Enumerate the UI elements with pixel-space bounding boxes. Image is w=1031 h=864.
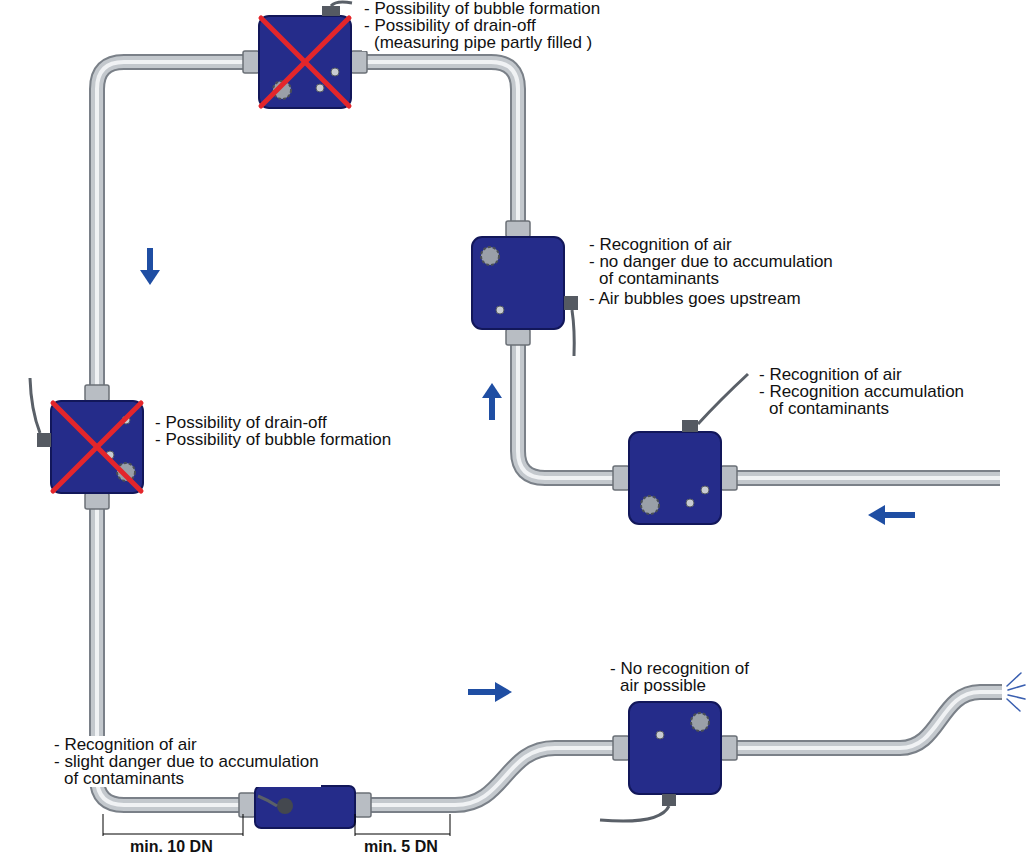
dimension-tick	[355, 814, 356, 836]
text-line: of contaminants	[54, 770, 319, 787]
text-line: of contaminants	[589, 270, 833, 287]
text-line: - no danger due to accumulation	[589, 253, 833, 270]
plugs-and-cables	[30, 2, 748, 821]
hex-nut	[506, 221, 530, 237]
dimension-line	[355, 834, 450, 835]
pipe-outline	[97, 62, 1002, 805]
plug	[37, 433, 51, 447]
flow-arrow	[482, 383, 502, 398]
text-line: - slight danger due to accumulation	[54, 753, 319, 770]
spray-line	[1008, 695, 1025, 699]
gear-icon	[481, 247, 499, 265]
note-text: - Possibility of bubble formation	[362, 0, 602, 17]
plug	[277, 798, 293, 814]
cross-mark	[53, 403, 141, 491]
cable	[572, 310, 574, 356]
note-text: - slight danger due to accumulation of c…	[52, 753, 321, 787]
cable	[698, 374, 748, 424]
dimension-line	[103, 834, 243, 835]
sensor-housing	[472, 237, 564, 329]
hex-nut	[721, 466, 737, 490]
text-line: air possible	[610, 677, 749, 694]
note-text: - Possibility of drain-off (measuring pi…	[362, 17, 594, 51]
plug	[322, 6, 340, 16]
text-line: - No recognition of	[610, 660, 749, 677]
note-text: - Possibility of drain-off	[153, 414, 329, 431]
hex-nut	[239, 793, 255, 817]
flow-arrow	[489, 398, 495, 420]
hex-nut	[243, 51, 259, 73]
note-text: - Possibility of bubble formation	[153, 431, 393, 448]
sensor-housing	[255, 786, 355, 828]
cable	[600, 806, 669, 821]
gear-icon	[641, 496, 659, 514]
sensor-housings	[51, 16, 721, 828]
sensor-housing	[259, 16, 351, 108]
cable	[331, 2, 352, 6]
spray-line	[1007, 673, 1021, 686]
note-text: - No recognition of air possible	[608, 660, 751, 694]
pipe	[97, 62, 1002, 805]
dimension-tick	[243, 814, 244, 836]
flow-arrow	[147, 248, 153, 270]
cross-mark	[53, 403, 141, 491]
note-text: - Recognition of air	[587, 236, 734, 253]
dimension-tick	[103, 814, 104, 836]
note-text: - Recognition accumulation of contaminan…	[757, 383, 966, 417]
flow-arrow	[468, 689, 495, 695]
pipe-highlight	[97, 62, 1002, 805]
screw	[686, 499, 694, 507]
note-text: - no danger due to accumulation of conta…	[587, 253, 835, 287]
sensor-housing	[629, 432, 721, 524]
text-line: (measuring pipe partly filled )	[364, 34, 592, 51]
text-line: of contaminants	[759, 400, 964, 417]
text-line: - Possibility of drain-off	[364, 17, 592, 34]
cable	[30, 378, 40, 433]
dimension-label: min. 5 DN	[362, 838, 440, 855]
gear-icon	[691, 713, 709, 731]
screw	[331, 68, 339, 76]
cross-marks	[53, 18, 349, 491]
screw	[316, 84, 324, 92]
hex-nut	[85, 385, 109, 401]
flow-arrow	[868, 505, 885, 525]
spray-line	[1008, 685, 1025, 690]
flow-arrow	[140, 270, 160, 285]
hex-nut	[506, 329, 530, 345]
pipe-nuts	[85, 51, 737, 817]
cross-mark	[261, 18, 349, 106]
cable	[258, 796, 277, 806]
dimension-lines	[103, 814, 450, 836]
note-text: - Air bubbles goes upstream	[587, 290, 803, 307]
dimension-tick	[450, 814, 451, 836]
flow-arrow	[885, 512, 915, 518]
hex-nut	[351, 51, 367, 73]
plug	[682, 420, 698, 432]
note-text: - Recognition of air	[757, 366, 904, 383]
spray-line	[1007, 699, 1020, 711]
sensor-housing	[51, 401, 143, 493]
plug	[564, 296, 578, 310]
outlet-spray	[1007, 673, 1025, 711]
sensor-gears	[117, 81, 709, 731]
flow-arrow	[495, 682, 512, 702]
plug	[662, 794, 676, 806]
text-line: - Recognition accumulation	[759, 383, 964, 400]
hex-nut	[721, 736, 737, 760]
hex-nut	[85, 493, 109, 509]
cross-mark	[261, 18, 349, 106]
screw	[496, 306, 504, 314]
hex-nut	[613, 466, 629, 490]
dimension-label: min. 10 DN	[128, 838, 215, 855]
hex-nut	[613, 736, 629, 760]
screw	[656, 731, 664, 739]
sensor-housing	[629, 702, 721, 794]
note-text: - Recognition of air	[52, 736, 199, 753]
flow-arrows	[140, 248, 915, 702]
screw	[701, 486, 709, 494]
pipe-body	[97, 62, 1002, 805]
hex-nut	[355, 793, 371, 817]
